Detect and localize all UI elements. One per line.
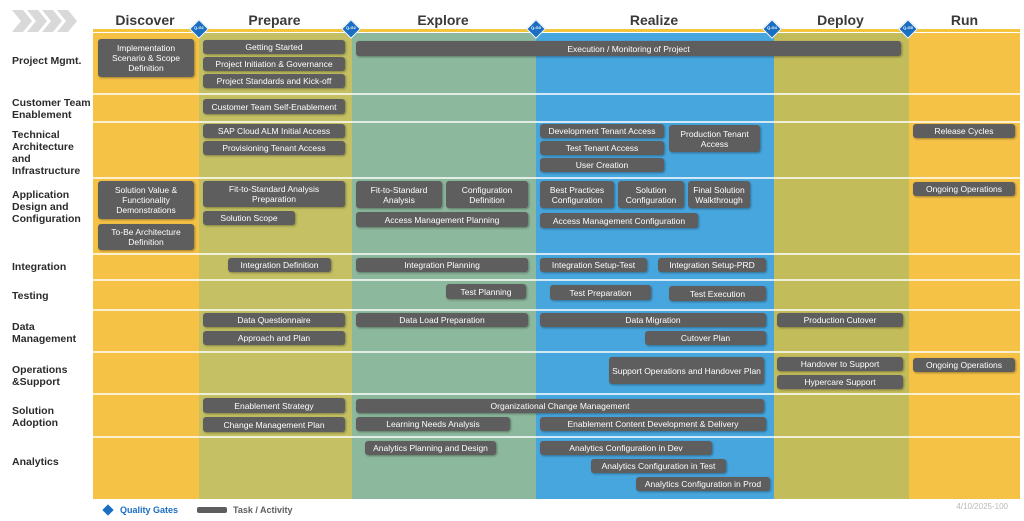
task-project-initiation[interactable]: Project Initiation & Governance	[203, 57, 345, 71]
task-approach-plan[interactable]: Approach and Plan	[203, 331, 345, 345]
phase-deploy: Deploy	[817, 12, 864, 28]
row-label-operations-support: Operations &Support	[12, 364, 68, 388]
row-divider	[93, 279, 1020, 281]
row-divider	[93, 253, 1020, 255]
row-divider	[93, 436, 1020, 438]
task-user-creation[interactable]: User Creation	[540, 158, 664, 172]
task-test-execution[interactable]: Test Execution	[669, 286, 766, 301]
phase-realize: Realize	[629, 12, 679, 28]
row-divider	[93, 177, 1020, 179]
task-sap-cloud-alm[interactable]: SAP Cloud ALM Initial Access	[203, 124, 345, 138]
legend-quality-gates: Quality Gates	[120, 505, 179, 515]
task-handover-support[interactable]: Handover to Support	[777, 357, 903, 371]
task-enablement-strategy[interactable]: Enablement Strategy	[203, 398, 345, 413]
task-learning-needs[interactable]: Learning Needs Analysis	[356, 417, 510, 431]
row-label-analytics: Analytics	[12, 456, 59, 468]
task-support-ops-handover[interactable]: Support Operations and Handover Plan	[609, 357, 764, 384]
task-hypercare-support[interactable]: Hypercare Support	[777, 375, 903, 389]
task-change-mgmt-plan[interactable]: Change Management Plan	[203, 417, 345, 432]
row-label-application-design: Application Design and Configuration	[12, 189, 81, 225]
task-cutover-plan[interactable]: Cutover Plan	[645, 331, 766, 345]
task-integration-definition[interactable]: Integration Definition	[228, 258, 331, 272]
task-solution-config[interactable]: Solution Configuration	[618, 181, 684, 208]
phase-explore: Explore	[417, 12, 469, 28]
task-analytics-prod[interactable]: Analytics Configuration in Prod	[636, 477, 770, 491]
chevron-icon	[42, 10, 62, 32]
task-to-be-arch[interactable]: To-Be Architecture Definition	[98, 224, 194, 250]
quality-gate-icon: Q-G3	[526, 19, 546, 39]
task-project-standards[interactable]: Project Standards and Kick-off	[203, 74, 345, 88]
row-label-integration: Integration	[12, 261, 67, 273]
task-analytics-dev[interactable]: Analytics Configuration in Dev	[540, 441, 712, 455]
column-run	[909, 33, 1020, 499]
phase-prepare: Prepare	[248, 12, 301, 28]
task-production-cutover[interactable]: Production Cutover	[777, 313, 903, 327]
quality-gate-icon: Q-G4	[762, 19, 782, 39]
task-config-definition[interactable]: Configuration Definition	[446, 181, 528, 208]
task-analytics-planning[interactable]: Analytics Planning and Design	[365, 441, 496, 455]
chevron-icon	[12, 10, 32, 32]
chevron-icon	[27, 10, 47, 32]
row-divider	[93, 309, 1020, 311]
task-integration-planning[interactable]: Integration Planning	[356, 258, 528, 272]
row-divider	[93, 393, 1020, 395]
phase-discover: Discover	[115, 12, 175, 28]
legend-task-activity: Task / Activity	[233, 505, 293, 515]
task-implementation-scenario[interactable]: Implementation Scenario & Scope Definiti…	[98, 39, 194, 77]
quality-gate-icon: Q-G2	[341, 19, 361, 39]
quality-gate-icon: Q-G1	[189, 19, 209, 39]
task-best-practices[interactable]: Best Practices Configuration	[540, 181, 614, 208]
chevron-icon	[57, 10, 77, 32]
task-solution-value[interactable]: Solution Value & Functionality Demonstra…	[98, 181, 194, 219]
task-dev-tenant[interactable]: Development Tenant Access	[540, 124, 664, 138]
task-test-planning[interactable]: Test Planning	[446, 284, 526, 299]
task-fit-to-standard-prep[interactable]: Fit-to-Standard Analysis Preparation	[203, 181, 345, 207]
row-divider	[93, 121, 1020, 123]
column-discover	[93, 33, 199, 499]
task-provisioning-tenant[interactable]: Provisioning Tenant Access	[203, 141, 345, 155]
row-label-customer-team: Customer Team Enablement	[12, 97, 91, 121]
column-deploy	[774, 33, 909, 499]
legend-task-swatch	[197, 507, 227, 513]
task-solution-scope[interactable]: Solution Scope	[203, 211, 295, 225]
phase-header-line	[93, 29, 1020, 32]
row-label-testing: Testing	[12, 290, 49, 302]
task-prod-tenant[interactable]: Production Tenant Access	[669, 125, 760, 152]
phase-run: Run	[950, 12, 979, 28]
row-divider	[93, 351, 1020, 353]
row-divider	[93, 93, 1020, 95]
task-ongoing-operations[interactable]: Ongoing Operations	[913, 182, 1015, 196]
task-enablement-content[interactable]: Enablement Content Development & Deliver…	[540, 417, 766, 431]
task-org-change-mgmt[interactable]: Organizational Change Management	[356, 399, 764, 413]
quality-gate-icon: Q-G5	[898, 19, 918, 39]
task-access-mgmt-planning[interactable]: Access Management Planning	[356, 212, 528, 227]
task-execution-monitoring[interactable]: Execution / Monitoring of Project	[356, 41, 901, 56]
task-final-walkthrough[interactable]: Final Solution Walkthrough	[688, 181, 750, 208]
date-stamp: 4/10/2025-100	[956, 502, 1008, 511]
task-data-migration[interactable]: Data Migration	[540, 313, 766, 327]
row-label-project-mgmt: Project Mgmt.	[12, 55, 82, 67]
task-test-tenant[interactable]: Test Tenant Access	[540, 141, 664, 155]
task-analytics-test[interactable]: Analytics Configuration in Test	[591, 459, 726, 473]
row-label-data-management: Data Management	[12, 321, 77, 345]
task-access-mgmt-config[interactable]: Access Management Configuration	[540, 213, 698, 228]
task-ongoing-operations[interactable]: Ongoing Operations	[913, 358, 1015, 372]
task-integration-setup-test[interactable]: Integration Setup-Test	[540, 258, 647, 272]
task-customer-self-enablement[interactable]: Customer Team Self-Enablement	[203, 99, 345, 114]
row-label-technical-architecture: Technical Architecture and Infrastructur…	[12, 129, 81, 177]
row-label-solution-adoption: Solution Adoption	[12, 405, 59, 429]
task-getting-started[interactable]: Getting Started	[203, 40, 345, 54]
legend-diamond-icon	[102, 504, 114, 516]
task-fit-to-standard[interactable]: Fit-to-Standard Analysis	[356, 181, 442, 208]
task-release-cycles[interactable]: Release Cycles	[913, 124, 1015, 138]
task-data-load-prep[interactable]: Data Load Preparation	[356, 313, 528, 327]
task-integration-setup-prd[interactable]: Integration Setup-PRD	[658, 258, 766, 272]
task-data-questionnaire[interactable]: Data Questionnaire	[203, 313, 345, 327]
task-test-preparation[interactable]: Test Preparation	[550, 285, 651, 300]
